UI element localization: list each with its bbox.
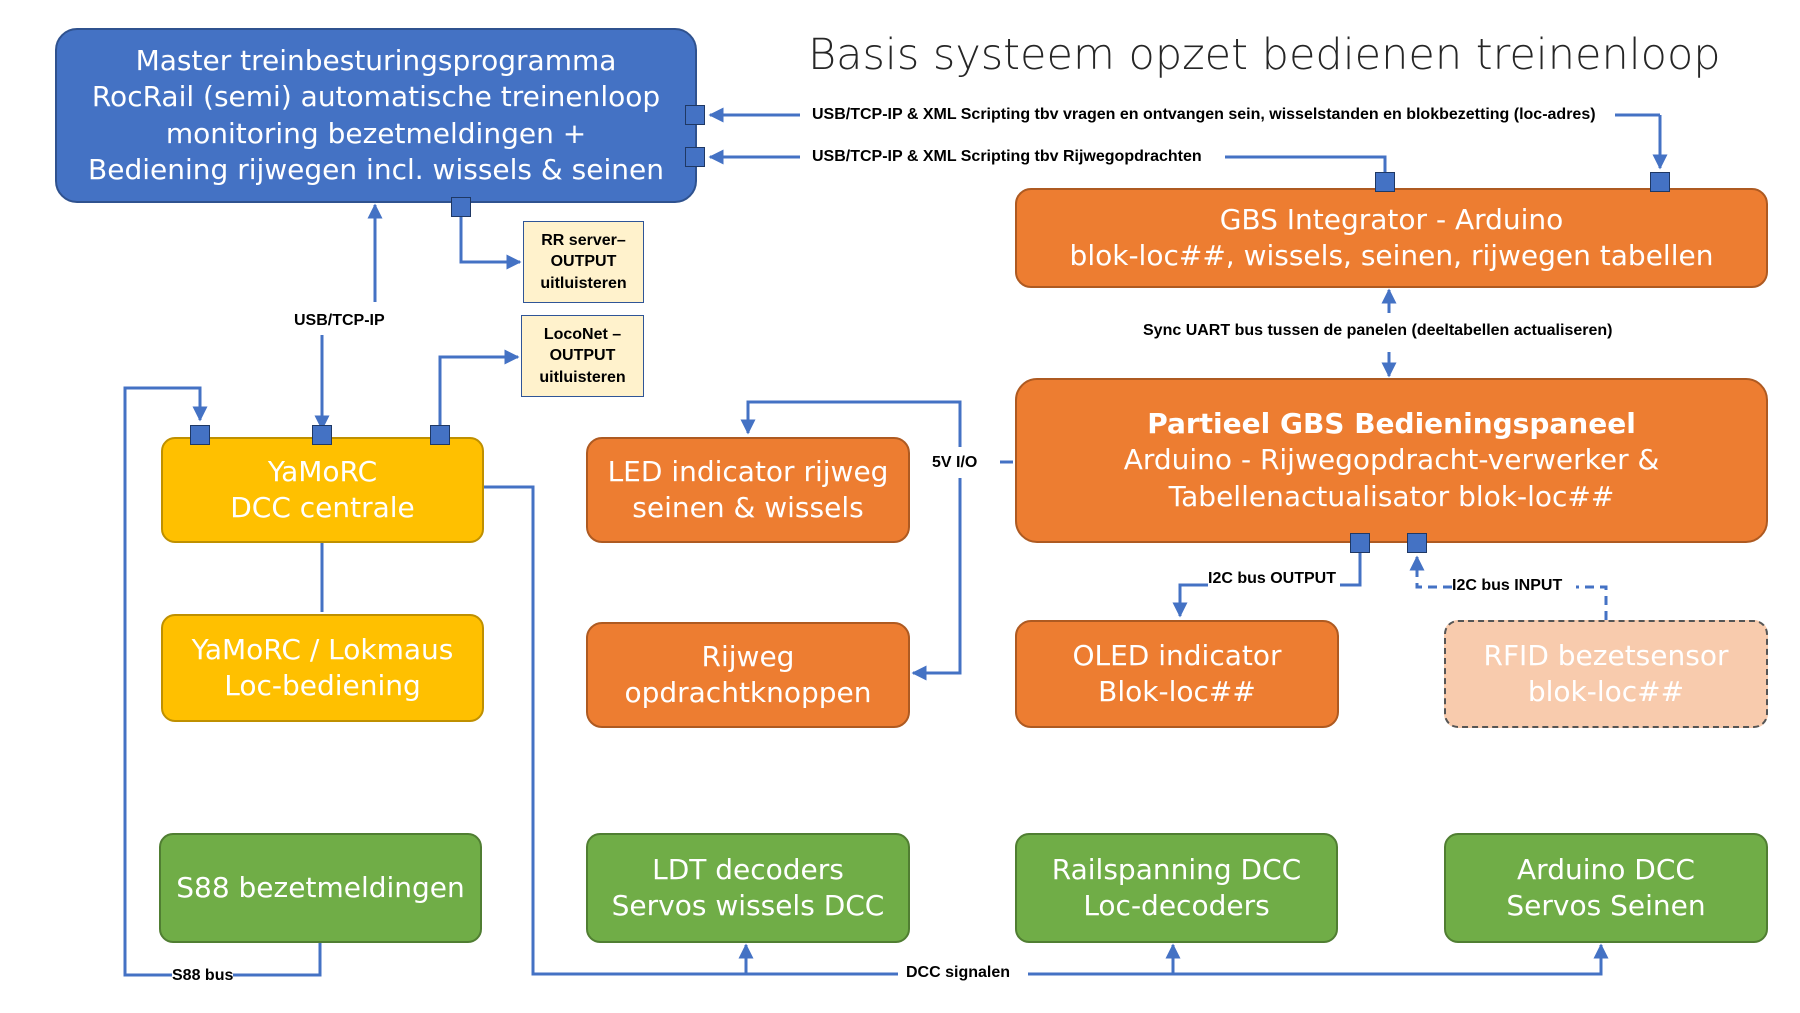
panel-line-2: Tabellenactualisator blok-loc## bbox=[1168, 479, 1615, 513]
xml-query-label: USB/TCP-IP & XML Scripting tbv vragen en… bbox=[812, 106, 1596, 123]
integrator-line-2: blok-loc##, wissels, seinen, rijwegen ta… bbox=[1069, 239, 1714, 272]
rfid-line-2: blok-loc## bbox=[1527, 675, 1685, 708]
rail-line-2: Loc-decoders bbox=[1083, 889, 1270, 922]
dcc-signalen-label: DCC signalen bbox=[906, 964, 1011, 981]
loconet-line-1: LocoNet – bbox=[543, 325, 622, 343]
rr-server-line bbox=[459, 215, 522, 270]
yamorc-port-loconet bbox=[430, 425, 450, 445]
s88-line-1: S88 bezetmeldingen bbox=[176, 870, 465, 904]
dcc-bus-line-right bbox=[1028, 943, 1609, 976]
yamorc-port-s88 bbox=[190, 425, 210, 445]
master-line-3: monitoring bezetmeldingen + bbox=[165, 116, 587, 150]
dcc-bus-line-left bbox=[482, 485, 898, 976]
panel-port-input bbox=[1407, 533, 1427, 553]
integrator-port-left bbox=[1375, 172, 1395, 192]
rr-server-note: RR server– OUTPUT uitluisteren bbox=[523, 221, 644, 303]
loconet-line bbox=[438, 349, 520, 435]
sync-uart-label: Sync UART bus tussen de panelen (deeltab… bbox=[1143, 322, 1613, 339]
ldt-line-2: Servos wissels DCC bbox=[611, 889, 885, 922]
knoppen-line-1: Rijweg bbox=[701, 639, 795, 673]
i2c-input-label: I2C bus INPUT bbox=[1452, 577, 1563, 594]
oled-indicator-box: OLED indicator Blok-loc## bbox=[1015, 620, 1339, 728]
master-line-2: RocRail (semi) automatische treinenloop bbox=[91, 80, 661, 114]
rr-server-line-2: OUTPUT bbox=[550, 253, 617, 271]
rfid-sensor-box: RFID bezetsensor blok-loc## bbox=[1444, 620, 1768, 728]
panel-title: Partieel GBS Bedieningspaneel bbox=[1147, 406, 1636, 440]
panel-port-output bbox=[1350, 533, 1370, 553]
master-line-1: Master treinbesturingsprogramma bbox=[135, 43, 617, 77]
loconet-note: LocoNet – OUTPUT uitluisteren bbox=[521, 315, 644, 397]
arduino-dcc-box: Arduino DCC Servos Seinen bbox=[1444, 833, 1768, 943]
rfid-line-1: RFID bezetsensor bbox=[1483, 638, 1729, 672]
i2c-output-line bbox=[1340, 552, 1362, 587]
yamorc-port-usb bbox=[312, 425, 332, 445]
lokmaus-line-1: YaMoRC / Lokmaus bbox=[191, 632, 454, 666]
integrator-port-right bbox=[1650, 172, 1670, 192]
loconet-line-3: uitluisteren bbox=[539, 368, 626, 386]
rail-line-1: Railspanning DCC bbox=[1051, 852, 1302, 886]
rr-server-line-1: RR server– bbox=[541, 231, 626, 249]
xml-route-line-right bbox=[1225, 155, 1387, 172]
arduino-dcc-line-2: Servos Seinen bbox=[1506, 889, 1706, 922]
ldt-line-1: LDT decoders bbox=[652, 852, 844, 886]
rr-server-line-3: uitluisteren bbox=[540, 274, 627, 292]
io-5v-knoppen bbox=[911, 478, 962, 681]
lokmaus-line-2: Loc-bediening bbox=[224, 669, 421, 702]
oled-line-1: OLED indicator bbox=[1072, 638, 1282, 672]
arduino-dcc-line-1: Arduino DCC bbox=[1517, 852, 1695, 886]
io-5v-led bbox=[740, 400, 962, 447]
yamorc-line-1: YaMoRC bbox=[267, 454, 378, 488]
led-indicator-box: LED indicator rijweg seinen & wissels bbox=[586, 437, 910, 543]
led-line-1: LED indicator rijweg bbox=[607, 454, 889, 488]
diagram-title: Basis systeem opzet bedienen treinenloop bbox=[808, 30, 1721, 80]
gbs-panel-box: Partieel GBS Bedieningspaneel Arduino - … bbox=[1015, 378, 1768, 543]
integrator-line-1: GBS Integrator - Arduino bbox=[1219, 202, 1564, 236]
lokmaus-box: YaMoRC / Lokmaus Loc-bediening bbox=[161, 614, 484, 722]
master-port-top bbox=[685, 105, 705, 125]
s88-bus-line bbox=[233, 943, 322, 977]
s88-bus-line-2 bbox=[123, 386, 208, 977]
i2c-input-line bbox=[1576, 585, 1608, 620]
yamorc-centrale-box: YaMoRC DCC centrale bbox=[161, 437, 484, 543]
s88-bus-label: S88 bus bbox=[172, 967, 234, 984]
xml-route-label: USB/TCP-IP & XML Scripting tbv Rijwegopd… bbox=[812, 148, 1202, 165]
master-program-box: Master treinbesturingsprogramma RocRail … bbox=[55, 28, 697, 203]
master-port-rr bbox=[451, 197, 471, 217]
i2c-output-label: I2C bus OUTPUT bbox=[1208, 570, 1337, 587]
master-port-bottom bbox=[685, 147, 705, 167]
oled-line-2: Blok-loc## bbox=[1098, 675, 1256, 708]
led-line-2: seinen & wissels bbox=[632, 491, 864, 524]
ldt-decoders-box: LDT decoders Servos wissels DCC bbox=[586, 833, 910, 943]
i2c-input-line-2 bbox=[1409, 555, 1452, 589]
i2c-output-line-2 bbox=[1172, 583, 1208, 618]
io-5v-label: 5V I/O bbox=[932, 454, 978, 471]
knoppen-line-2: opdrachtknoppen bbox=[624, 676, 872, 709]
railspanning-box: Railspanning DCC Loc-decoders bbox=[1015, 833, 1338, 943]
s88-box: S88 bezetmeldingen bbox=[159, 833, 482, 943]
loconet-line-2: OUTPUT bbox=[549, 347, 616, 365]
gbs-integrator-box: GBS Integrator - Arduino blok-loc##, wis… bbox=[1015, 188, 1768, 288]
usb-tcp-label: USB/TCP-IP bbox=[294, 312, 385, 329]
master-line-4: Bediening rijwegen incl. wissels & seine… bbox=[88, 152, 664, 186]
rijweg-knoppen-box: Rijweg opdrachtknoppen bbox=[586, 622, 910, 728]
panel-line-1: Arduino - Rijwegopdracht-verwerker & bbox=[1123, 443, 1660, 477]
yamorc-line-2: DCC centrale bbox=[230, 491, 415, 524]
